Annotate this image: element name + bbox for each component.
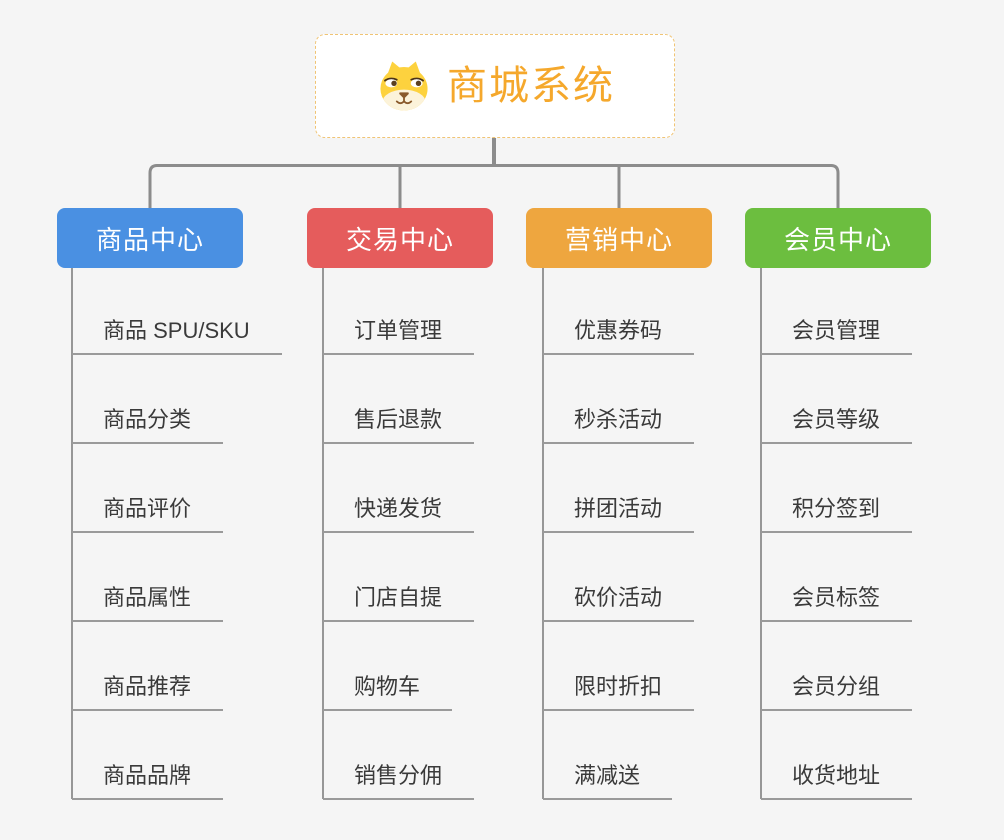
branch-header-member[interactable]: 会员中心 xyxy=(745,208,931,268)
leaf-node[interactable]: 砍价活动 xyxy=(543,582,695,622)
leaf-node[interactable]: 销售分佣 xyxy=(323,760,475,800)
leaf-node[interactable]: 拼团活动 xyxy=(543,493,695,533)
leaf-node[interactable]: 秒杀活动 xyxy=(543,404,695,444)
leaf-node[interactable]: 门店自提 xyxy=(323,582,475,622)
leaf-node[interactable]: 商品 SPU/SKU xyxy=(72,315,282,355)
leaf-node[interactable]: 订单管理 xyxy=(323,315,475,355)
branch-header-marketing[interactable]: 营销中心 xyxy=(526,208,712,268)
leaf-node[interactable]: 积分签到 xyxy=(761,493,913,533)
leaf-node[interactable]: 商品分类 xyxy=(72,404,224,444)
leaf-node[interactable]: 商品属性 xyxy=(72,582,224,622)
leaf-node[interactable]: 会员等级 xyxy=(761,404,913,444)
leaf-node[interactable]: 商品推荐 xyxy=(72,671,224,711)
root-title: 商城系统 xyxy=(447,64,615,108)
leaf-node[interactable]: 会员分组 xyxy=(761,671,913,711)
shiba-dog-icon xyxy=(380,61,428,111)
root-node[interactable]: 商城系统 xyxy=(315,34,675,138)
leaf-node[interactable]: 商品评价 xyxy=(72,493,224,533)
leaf-node[interactable]: 满减送 xyxy=(543,760,673,800)
leaf-node[interactable]: 会员标签 xyxy=(761,582,913,622)
leaf-node[interactable]: 快递发货 xyxy=(323,493,475,533)
leaf-node[interactable]: 售后退款 xyxy=(323,404,475,444)
leaf-node[interactable]: 商品品牌 xyxy=(72,760,224,800)
leaf-node[interactable]: 限时折扣 xyxy=(543,671,695,711)
branch-header-trade[interactable]: 交易中心 xyxy=(307,208,493,268)
leaf-node[interactable]: 收货地址 xyxy=(761,760,913,800)
branch-header-product[interactable]: 商品中心 xyxy=(57,208,243,268)
leaf-node[interactable]: 优惠券码 xyxy=(543,315,695,355)
leaf-node[interactable]: 会员管理 xyxy=(761,315,913,355)
leaf-node[interactable]: 购物车 xyxy=(323,671,453,711)
